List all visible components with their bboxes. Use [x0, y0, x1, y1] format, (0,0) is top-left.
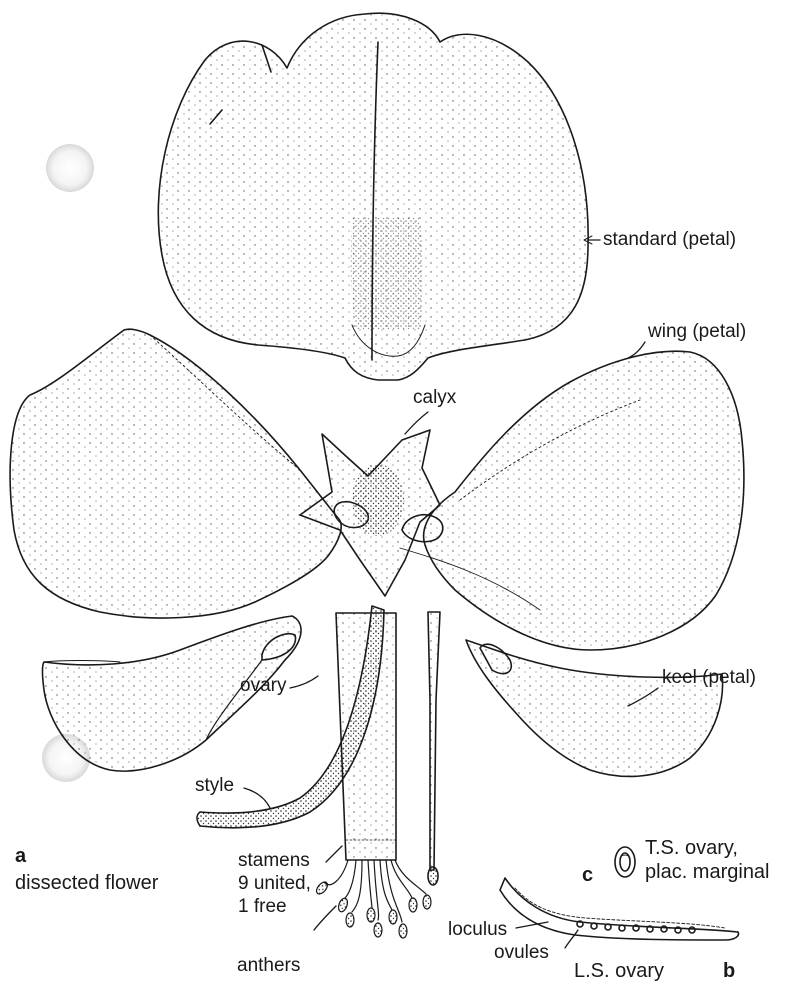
right-keel-petal	[466, 640, 723, 776]
label-dissected-flower: dissected flower	[15, 872, 158, 894]
filaments-anthers	[314, 860, 431, 938]
label-style: style	[195, 776, 234, 797]
panel-label-c: c	[582, 864, 593, 886]
label-wing-petal: wing (petal)	[648, 322, 746, 343]
standard-petal	[158, 13, 588, 380]
label-anthers: anthers	[237, 956, 300, 977]
label-keel-petal: keel (petal)	[662, 668, 756, 689]
calyx-sepals	[300, 430, 440, 596]
panel-label-b: b	[723, 960, 735, 982]
panel-label-a: a	[15, 845, 26, 867]
label-ovary: ovary	[240, 676, 286, 697]
label-ts-ovary: T.S. ovary, plac. marginal	[645, 836, 770, 884]
label-loculus: loculus	[448, 920, 507, 941]
label-standard-petal: standard (petal)	[603, 230, 736, 251]
label-stamens: stamens 9 united, 1 free	[238, 850, 311, 918]
ls-ovary-section	[500, 878, 738, 940]
free-stamen	[428, 612, 440, 885]
label-ls-ovary: L.S. ovary	[574, 960, 664, 982]
label-ovules: ovules	[494, 943, 549, 964]
binder-hole-top	[46, 144, 94, 192]
ts-ovary-section	[615, 847, 635, 877]
left-wing-petal	[10, 329, 368, 618]
label-calyx: calyx	[413, 388, 456, 409]
